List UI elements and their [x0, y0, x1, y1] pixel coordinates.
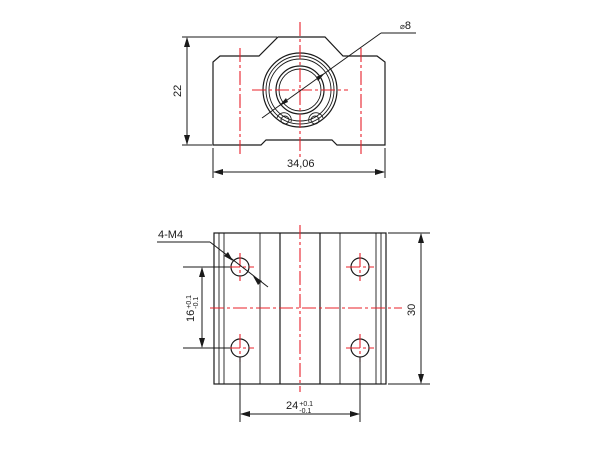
m4-arrow-1	[224, 252, 233, 261]
front-view	[182, 22, 416, 178]
bore-dim-label: ⌀8	[400, 21, 411, 32]
height-value: 22	[172, 84, 184, 97]
tol-lower: -0.1	[299, 408, 312, 415]
h-spacing-arrow-right	[350, 411, 360, 417]
height-dim-label: 22	[172, 84, 184, 97]
width-arrow-left	[213, 169, 223, 175]
length-arrow-bottom	[418, 374, 424, 384]
tol-upper: +0.1	[186, 294, 193, 309]
tol-upper: +0.1	[299, 401, 314, 408]
width-value: 34,06	[287, 158, 315, 170]
bore-value: 8	[404, 20, 411, 32]
length-dim-label: 30	[406, 303, 418, 316]
boss-right-hole	[310, 115, 320, 125]
bore-arrow-1	[279, 98, 288, 106]
h-spacing-dim-label: 24+0.1-0.1	[286, 400, 313, 416]
v-spacing-value: 16	[185, 309, 197, 322]
thread-callout-label: 4-M4	[158, 230, 183, 241]
height-arrow-top	[184, 37, 190, 47]
bore-arrow-2	[316, 73, 325, 81]
diameter-symbol-icon: ⌀	[400, 22, 405, 31]
v-spacing-tolerance: +0.1-0.1	[186, 295, 200, 309]
boss-left-hole	[280, 115, 290, 125]
m4-arrow-2	[253, 276, 262, 285]
width-arrow-right	[375, 169, 385, 175]
width-dim-label: 34,06	[287, 159, 315, 170]
front-view-outline	[212, 36, 386, 146]
v-spacing-dim-label: 16+0.1-0.1	[185, 295, 200, 322]
thread-callout-value: 4-M4	[158, 229, 184, 241]
boss-left	[276, 112, 292, 123]
boss-right	[308, 112, 324, 123]
h-spacing-tolerance: +0.1-0.1	[299, 401, 313, 415]
v-spacing-arrow-top	[199, 267, 205, 277]
h-spacing-arrow-left	[240, 411, 250, 417]
height-arrow-bottom	[184, 135, 190, 145]
length-arrow-top	[418, 233, 424, 243]
tol-lower: -0.1	[193, 296, 200, 309]
length-value: 30	[406, 303, 418, 316]
h-spacing-value: 24	[286, 400, 299, 412]
top-view	[157, 225, 430, 422]
v-spacing-arrow-bottom	[199, 338, 205, 348]
